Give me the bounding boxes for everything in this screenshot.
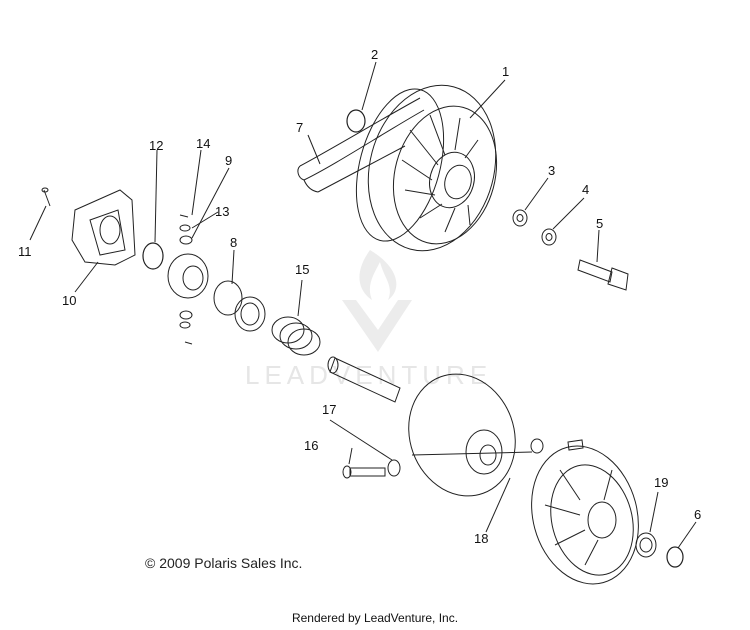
moveable-sheave [408,373,533,497]
part-6-snap-ring [666,546,684,568]
callout-1: 1 [502,64,509,79]
callout-2: 2 [371,47,378,62]
callout-14: 14 [196,136,210,151]
callout-4: 4 [582,182,589,197]
leader-lines [29,61,697,549]
part-2-ring [346,109,366,133]
render-credit-footer: Rendered by LeadVenture, Inc. [291,611,459,625]
callout-3: 3 [548,163,555,178]
part-16-bolt [342,465,386,479]
part-11-screw [41,187,51,207]
part-8-retainer [213,280,266,332]
part-13-bushing [179,224,191,329]
callout-10: 10 [62,293,76,308]
watermark-text: LEADVENTURE [245,360,492,390]
part-15-spring [271,316,321,356]
callout-8: 8 [230,235,237,250]
callout-6: 6 [694,507,701,522]
callout-15: 15 [295,262,309,277]
callout-9: 9 [225,153,232,168]
callout-18: 18 [474,531,488,546]
callout-16: 16 [304,438,318,453]
callout-17: 17 [322,402,336,417]
watermark-flame-icon [359,250,397,300]
part-7-drive-belt [297,97,425,193]
part-10-spider-cover [71,189,136,266]
callout-19: 19 [654,475,668,490]
part-3-washer [512,209,528,227]
callout-12: 12 [149,138,163,153]
copyright-notice: © 2009 Polaris Sales Inc. [145,555,303,571]
watermark-v-icon [342,300,412,352]
callout-5: 5 [596,216,603,231]
part-12-snap-ring [142,242,164,270]
callout-13: 13 [215,204,229,219]
part-14-pin [179,214,193,345]
callout-numbers: 1 2 3 4 5 6 7 8 9 10 11 12 13 14 15 16 1… [18,47,701,546]
shaft [327,356,401,403]
part-19-bearing [635,532,657,558]
part-17-nut [387,459,401,477]
part-4-washer [541,228,557,246]
part-1-driven-pulley [355,84,498,252]
leadventure-watermark: LEADVENTURE [245,250,492,390]
part-5-bolt [577,259,629,291]
part-9-roller [179,235,193,320]
callout-11: 11 [18,244,32,259]
fixed-sheave [531,445,639,585]
spider-hub [167,253,209,299]
callout-7: 7 [296,120,303,135]
